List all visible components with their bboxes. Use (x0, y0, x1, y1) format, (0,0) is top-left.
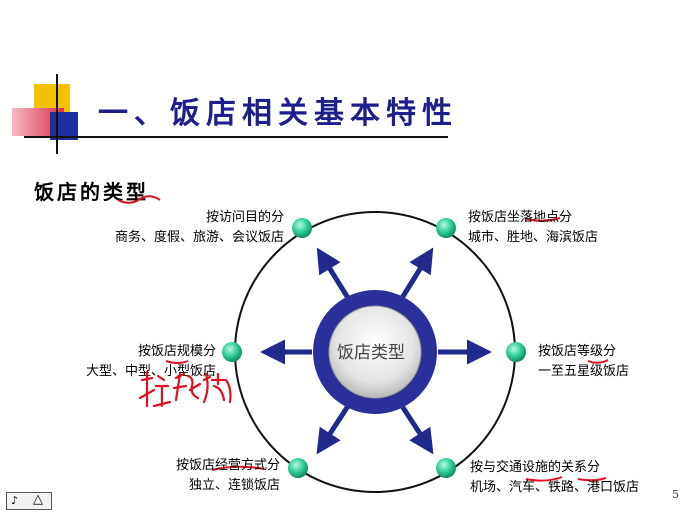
page-number: 5 (672, 488, 679, 501)
triangle-icon: △ (33, 492, 43, 507)
category-heading: 按与交通设施的关系分 (470, 460, 601, 475)
underline-scale (165, 360, 189, 364)
category-heading: 按饭店等级分 (538, 344, 617, 359)
category-detail: 机场、汽车、铁路、港口饭店 (470, 480, 640, 495)
category-grade: 按饭店等级分 一至五星级饭店 (538, 342, 629, 382)
title-deco-blue-square (50, 112, 78, 140)
underline-grade (587, 359, 609, 364)
slide-nav-button[interactable]: ♪ △ (6, 492, 52, 510)
node-grade (506, 342, 526, 362)
node-location (436, 218, 456, 238)
title-deco-vertical-line (56, 74, 58, 154)
arrow-upper-right (399, 247, 434, 300)
arrow-lower-left (316, 404, 351, 455)
underline-location (525, 217, 561, 222)
category-detail: 城市、胜地、海滨饭店 (468, 230, 599, 245)
underline-transport-2 (577, 477, 607, 482)
underline-subtitle (117, 195, 161, 204)
arrow-upper-left (316, 247, 351, 300)
sound-icon: ♪ (11, 494, 19, 507)
category-location: 按饭店坐落地点分 城市、胜地、海滨饭店 (468, 208, 598, 248)
hub-inner (328, 305, 422, 399)
red-annotation-marks (117, 195, 609, 482)
hub-label: 饭店类型 (337, 343, 405, 363)
arrows (260, 247, 492, 455)
node-operation (288, 458, 308, 478)
category-detail: 独立、连锁饭店 (188, 478, 280, 493)
section-subtitle: 饭店的类型 (34, 180, 149, 204)
category-heading: 按饭店经营方式分 (175, 458, 280, 473)
underline-transport-1 (525, 476, 563, 482)
category-heading: 按饭店坐落地点分 (468, 210, 573, 225)
category-heading: 按访问目的分 (205, 210, 284, 225)
slide-title: 一、饭店相关基本特性 (98, 96, 458, 131)
category-purpose: 按访问目的分 商务、度假、旅游、会议饭店 (78, 208, 284, 248)
node-purpose (292, 218, 312, 238)
node-scale (222, 342, 242, 362)
category-heading: 按饭店规模分 (137, 344, 216, 359)
title-underline (24, 136, 448, 138)
category-detail: 一至五星级饭店 (538, 364, 630, 379)
node-transport (436, 458, 456, 478)
category-transport: 按与交通设施的关系分 机场、汽车、铁路、港口饭店 (470, 458, 639, 498)
underline-operation (211, 465, 265, 471)
category-operation: 按饭店经营方式分 独立、连锁饭店 (80, 456, 280, 496)
category-detail: 商务、度假、旅游、会议饭店 (114, 230, 284, 245)
handwritten-note (138, 370, 232, 408)
arrow-lower-right (399, 404, 434, 455)
